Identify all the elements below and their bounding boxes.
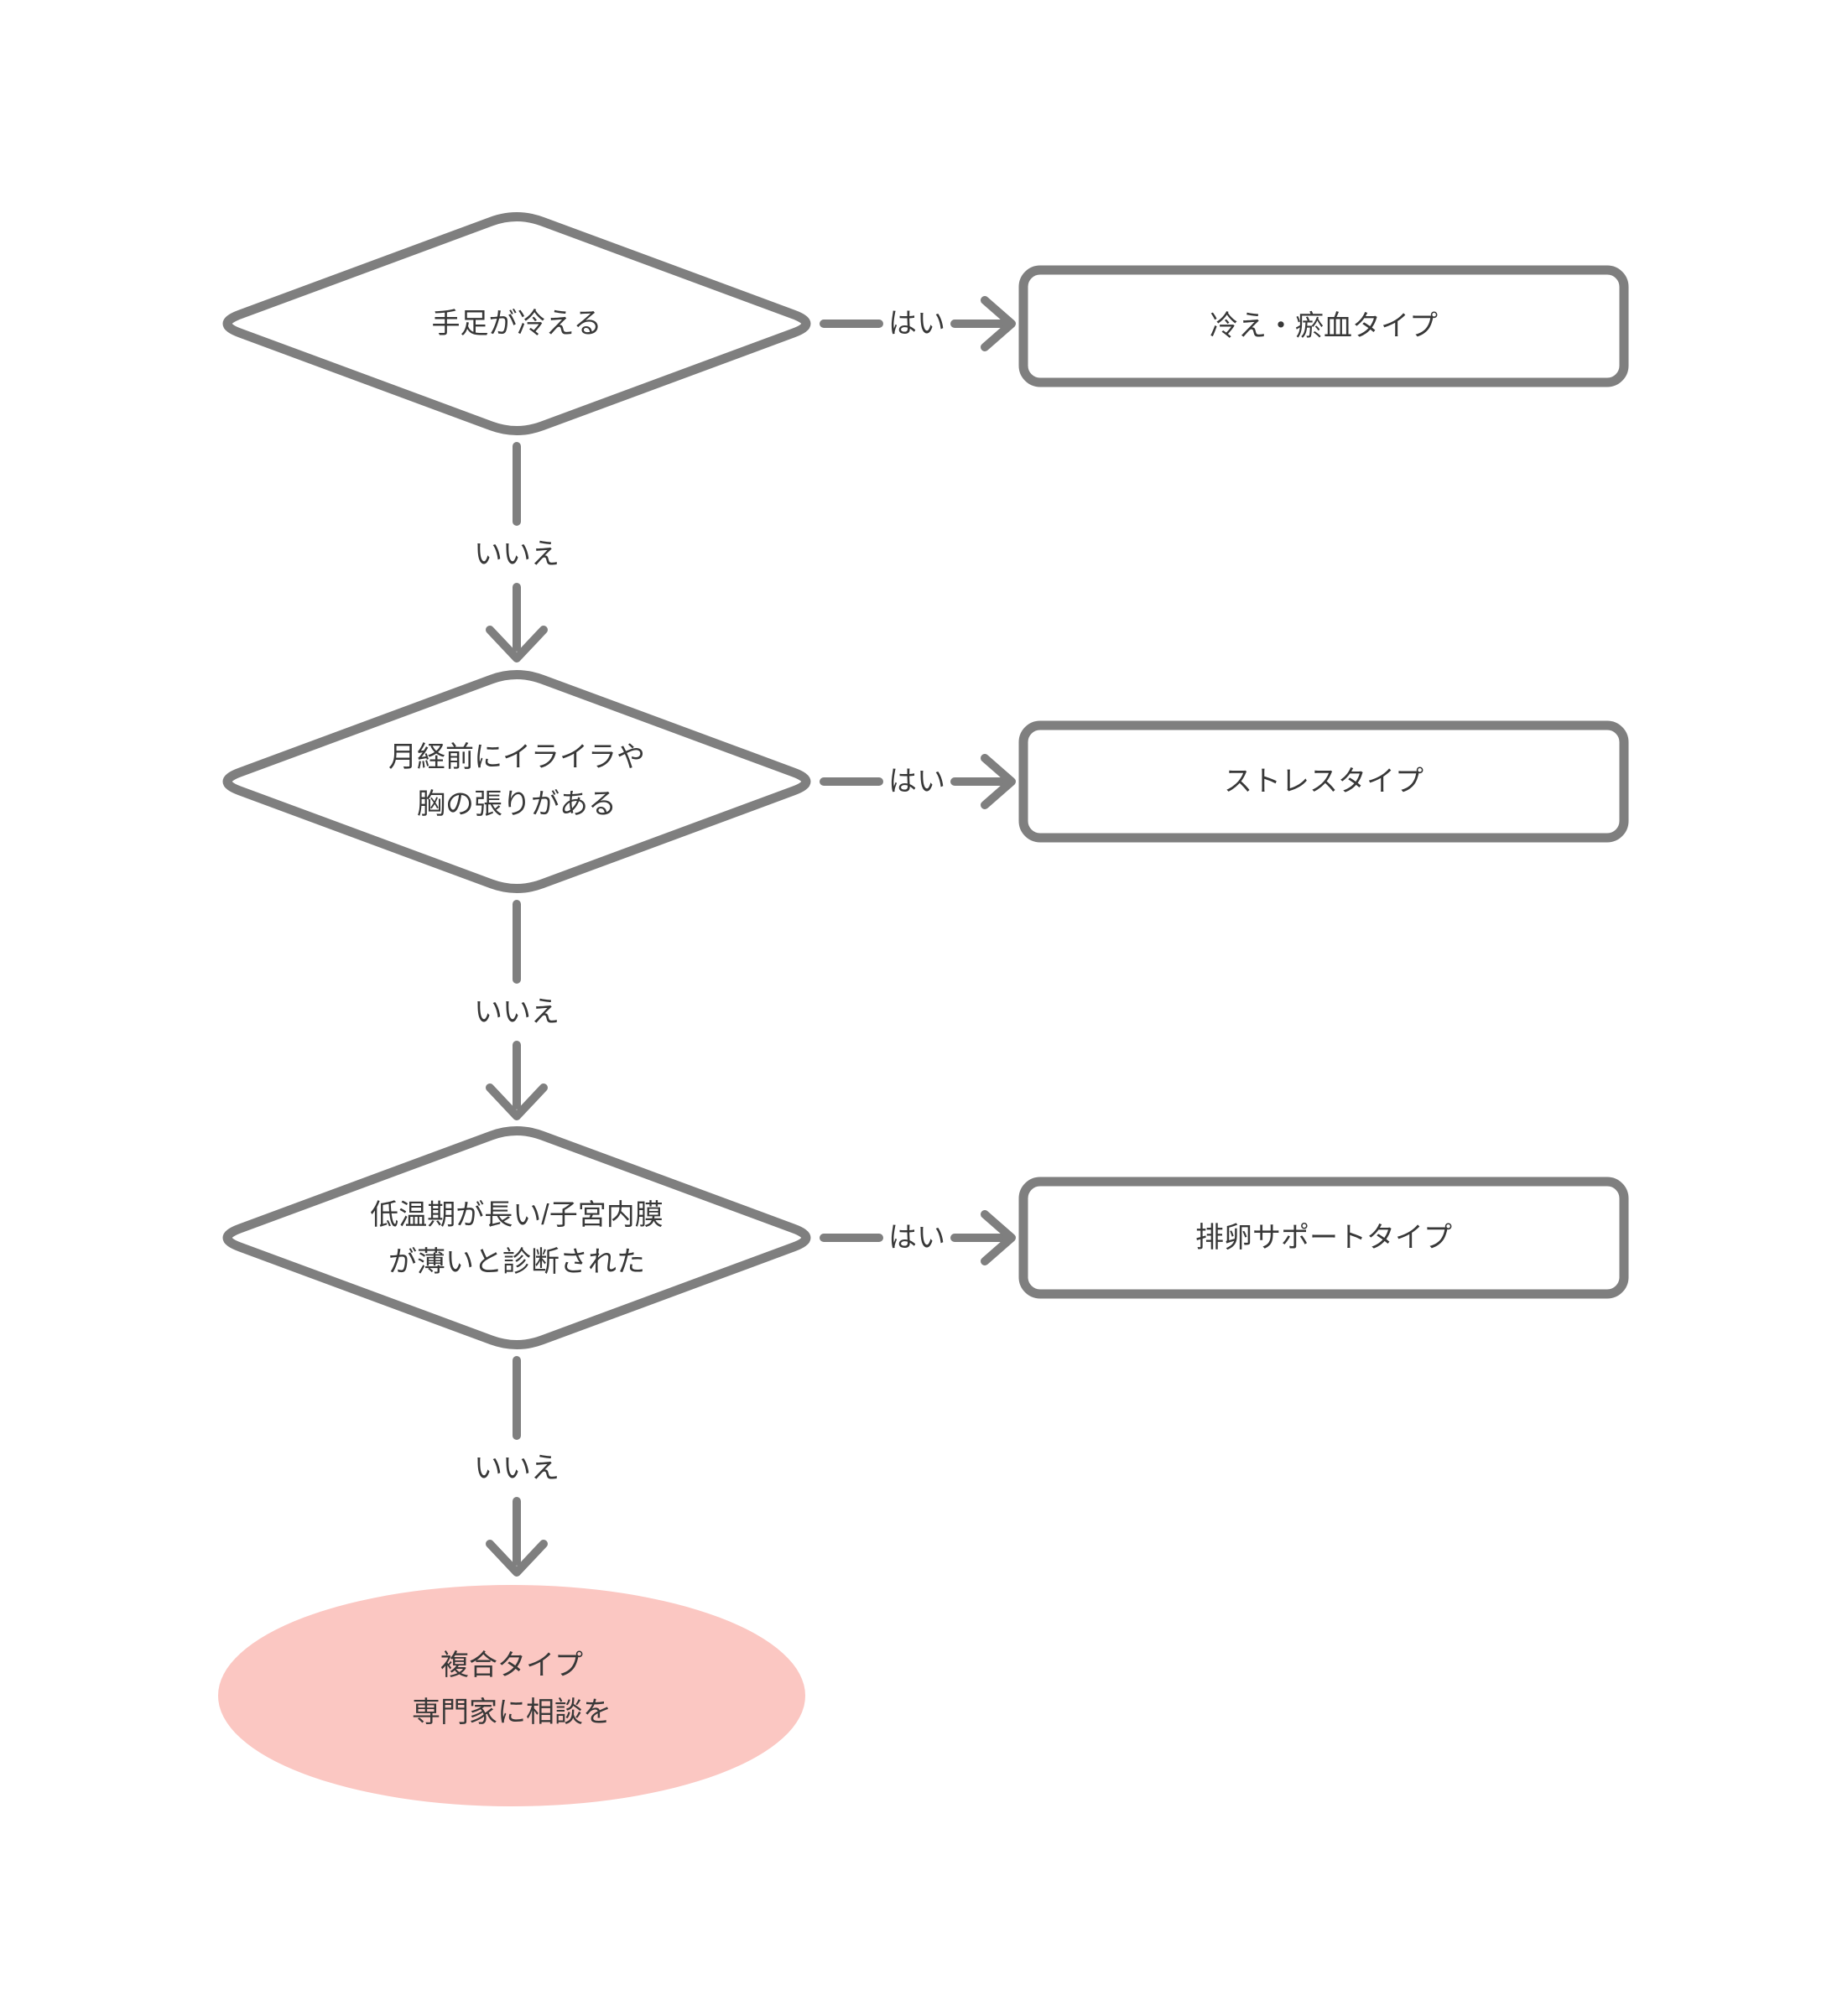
edge-decision-2-no-label: いいえ xyxy=(474,996,559,1028)
edge-decision-1-yes-arrowhead-icon xyxy=(981,296,1016,351)
result-1-label: 冷え・瘀血タイプ xyxy=(1210,310,1438,342)
edge-decision-1-yes-label: はい xyxy=(888,308,945,340)
edge-decision-3-no-label: いいえ xyxy=(474,1452,559,1484)
final-node-label-line-1: 複合タイプ xyxy=(440,1650,583,1681)
edge-decision-1-no-label: いいえ xyxy=(474,538,559,570)
decision-2-label-line-2: 胸の張りがある xyxy=(417,788,617,820)
edge-decision-2-yes-label: はい xyxy=(888,766,945,798)
result-1-box xyxy=(1018,265,1629,387)
edge-decision-3-yes-arrowhead-icon xyxy=(981,1210,1016,1265)
final-node-label-line-2: 専門家に相談を xyxy=(412,1696,612,1728)
final-node-ellipse xyxy=(218,1585,805,1806)
decision-2-diamond xyxy=(227,675,806,889)
edge-decision-1-no-arrowhead-icon xyxy=(486,626,548,662)
decision-3-diamond xyxy=(227,1131,806,1345)
result-2-box xyxy=(1018,720,1629,843)
edge-decision-3-no-arrowhead-icon xyxy=(486,1540,548,1577)
decision-3-label-line-2: が薄いと診断された xyxy=(388,1246,645,1278)
result-2-label: ストレスタイプ xyxy=(1224,766,1423,798)
edge-decision-2-no-arrowhead-icon xyxy=(486,1083,548,1120)
edge-decision-3-yes-label: はい xyxy=(888,1222,945,1254)
decision-2-label-line-1: 月経前にイライラや xyxy=(388,741,645,773)
result-3-label: 排卵サポートタイプ xyxy=(1195,1222,1452,1254)
edge-decision-2-yes-arrowhead-icon xyxy=(981,754,1016,809)
decision-3-label-line-1: 低温期が長い/子宮内膜 xyxy=(370,1199,663,1231)
result-3-box xyxy=(1018,1177,1629,1299)
decision-1-label: 手足が冷える xyxy=(432,308,602,340)
